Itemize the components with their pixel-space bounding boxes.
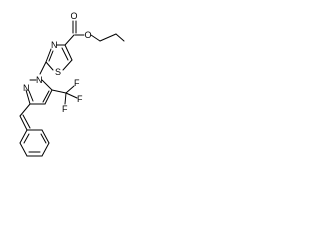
atom-label-thiazole-n: N bbox=[51, 40, 58, 50]
cf3-f3-bond bbox=[64, 92, 67, 105]
ethyl-ch3-bond bbox=[115, 33, 125, 42]
phenyl-c3-c4-bond bbox=[41, 142, 50, 157]
vinyl-linker bbox=[19, 103, 31, 131]
pyrazole-to-cf3-bond bbox=[51, 89, 67, 94]
pyrazole-to-vinyl-bond bbox=[19, 103, 31, 117]
thiazole-ring bbox=[39, 44, 73, 75]
atom-label-carbonyl-o: O bbox=[71, 11, 78, 21]
pyrazole-c3-n2-inner-bond bbox=[28, 90, 34, 102]
atom-label-fluorine-2: F bbox=[77, 94, 83, 104]
phenyl-c6-c1-bond bbox=[19, 129, 28, 144]
thiazole-c4-c5-bond bbox=[64, 44, 73, 61]
thiazole-c2-n-bond bbox=[45, 48, 52, 63]
pyrazole-c5-c4-inner-bond bbox=[42, 90, 50, 103]
atom-label-pyrazole-n1: N bbox=[36, 75, 43, 85]
pyrazole-ring bbox=[25, 79, 53, 105]
atom-label-ester-o: O bbox=[85, 30, 92, 40]
vinyl-double-bond-b bbox=[22, 114, 31, 129]
atom-label-thiazole-s: S bbox=[55, 67, 61, 77]
structure-diagram: O O N S N N F F F bbox=[19, 11, 125, 157]
atom-label-fluorine-3: F bbox=[62, 104, 68, 114]
phenyl-ring bbox=[19, 129, 50, 157]
carbonyl-to-thiazole-bond bbox=[64, 34, 75, 46]
pyrazole-c5-c4-bond bbox=[44, 89, 53, 105]
trifluoromethyl-group bbox=[51, 85, 78, 105]
phenyl-c5-c6-bond bbox=[19, 142, 28, 157]
thiazole-c2-n-inner-bond bbox=[48, 50, 54, 62]
atom-label-fluorine-1: F bbox=[74, 78, 80, 88]
ethyl-ch2-ch3-bond bbox=[99, 33, 117, 42]
cf3-f1-bond bbox=[65, 85, 75, 94]
phenyl-c2-c3-inner-bond bbox=[40, 133, 47, 144]
phenyl-c6-c1-inner-bond bbox=[23, 133, 30, 144]
thiazole-c4-c5-inner-bond bbox=[61, 47, 69, 61]
ethyl-ester-group bbox=[64, 20, 125, 46]
thiazole-to-pyrazole-bond bbox=[39, 61, 47, 75]
pyrazole-n1-c5-bond bbox=[41, 79, 53, 91]
thiazole-s-c2-bond bbox=[45, 61, 54, 71]
phenyl-c2-c3-bond bbox=[41, 129, 50, 144]
pyrazole-c3-n2-bond bbox=[25, 89, 31, 105]
cf3-f2-bond bbox=[65, 92, 78, 99]
atom-label-pyrazole-n2: N bbox=[23, 83, 30, 93]
ester-o-ethyl-bond bbox=[90, 34, 101, 42]
thiazole-c5-s-bond bbox=[62, 59, 73, 71]
vinyl-double-bond-a bbox=[19, 115, 28, 131]
